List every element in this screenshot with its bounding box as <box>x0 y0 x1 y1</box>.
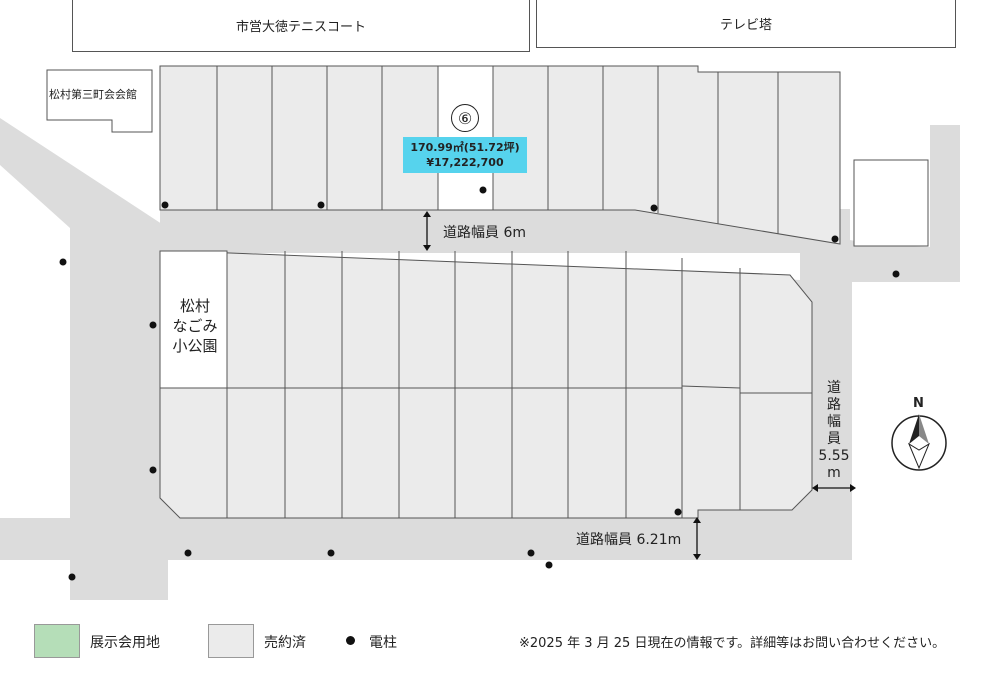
dimension-arrows <box>423 211 856 560</box>
utility-pole <box>161 201 169 209</box>
arrow-head <box>850 484 856 492</box>
utility-pole <box>831 235 839 243</box>
utility-pole <box>545 561 553 569</box>
utility-pole <box>149 466 157 474</box>
park-label-line: 小公園 <box>172 337 218 355</box>
south-block-outline <box>159 250 813 519</box>
utility-pole <box>674 508 682 516</box>
arrow-head <box>812 484 818 492</box>
park-label-line: 松村 <box>179 297 210 315</box>
arrow-head <box>423 245 431 251</box>
legend-label-pole: 電柱 <box>369 635 397 651</box>
road-width-east-line: 道 <box>827 380 841 396</box>
legend-swatch-sold <box>208 624 254 658</box>
compass-icon <box>891 414 947 471</box>
community-hall-label: 松村第三町会会館 <box>49 88 137 101</box>
legend-pole-icon <box>346 636 355 645</box>
road-east <box>812 250 852 560</box>
utility-pole <box>527 549 535 557</box>
utility-poles <box>59 186 900 581</box>
utility-pole <box>149 321 157 329</box>
utility-pole <box>650 204 658 212</box>
road-west <box>0 118 168 600</box>
road-width-east-line: 5.55 <box>818 448 850 464</box>
arrow-head <box>693 517 701 523</box>
tv-tower-building <box>853 159 929 247</box>
utility-pole <box>479 186 487 194</box>
lot-area: 170.99㎡(51.72坪) <box>410 141 520 154</box>
utility-pole <box>184 549 192 557</box>
utility-pole <box>68 573 76 581</box>
block-midline <box>681 385 741 389</box>
utility-pole <box>327 549 335 557</box>
site-map <box>0 65 960 600</box>
tennis-court-label: 市営大徳テニスコート <box>235 20 366 35</box>
road-width-north: 道路幅員 6m <box>443 225 526 241</box>
legend-swatch-exhibition <box>34 624 80 658</box>
community-hall <box>46 69 153 133</box>
lot-number-6[interactable]: ⑥ <box>451 104 479 132</box>
park-label-line: なごみ <box>172 317 218 335</box>
tv-tower-label: テレビ塔 <box>719 18 772 33</box>
info-note: ※2025 年 3 月 25 日現在の情報です。詳細等はお問い合わせください。 <box>519 636 946 651</box>
arrow-head <box>423 211 431 217</box>
road-width-south: 道路幅員 6.21m <box>576 532 682 548</box>
tv-tower: テレビ塔 <box>536 0 956 48</box>
lot-6-info[interactable]: 170.99㎡(51.72坪) ¥17,222,700 <box>403 137 527 173</box>
road-width-east-line: m <box>827 465 841 481</box>
road-width-east-line: 幅 <box>827 414 841 430</box>
utility-pole <box>59 258 67 266</box>
compass-north-label: N <box>913 396 924 411</box>
legend-label-exhibition: 展示会用地 <box>90 635 160 651</box>
utility-pole <box>317 201 325 209</box>
legend-label-sold: 売約済 <box>264 635 306 651</box>
road-width-east-line: 員 <box>827 431 841 447</box>
south-block <box>159 250 813 519</box>
road-north-band-east <box>160 210 960 282</box>
road-width-east: 道 路 幅 員 5.55 m <box>816 380 852 482</box>
lot-price: ¥17,222,700 <box>426 156 504 169</box>
arrow-head <box>693 554 701 560</box>
tennis-court: 市営大徳テニスコート <box>72 0 530 52</box>
road-width-east-line: 路 <box>827 397 841 413</box>
legend: 展示会用地 売約済 電柱 ※2025 年 3 月 25 日現在の情報です。詳細等… <box>0 624 1000 660</box>
park <box>159 250 228 389</box>
utility-pole <box>892 270 900 278</box>
park-label: 松村 なごみ 小公園 <box>162 296 228 356</box>
road-south <box>0 518 852 560</box>
